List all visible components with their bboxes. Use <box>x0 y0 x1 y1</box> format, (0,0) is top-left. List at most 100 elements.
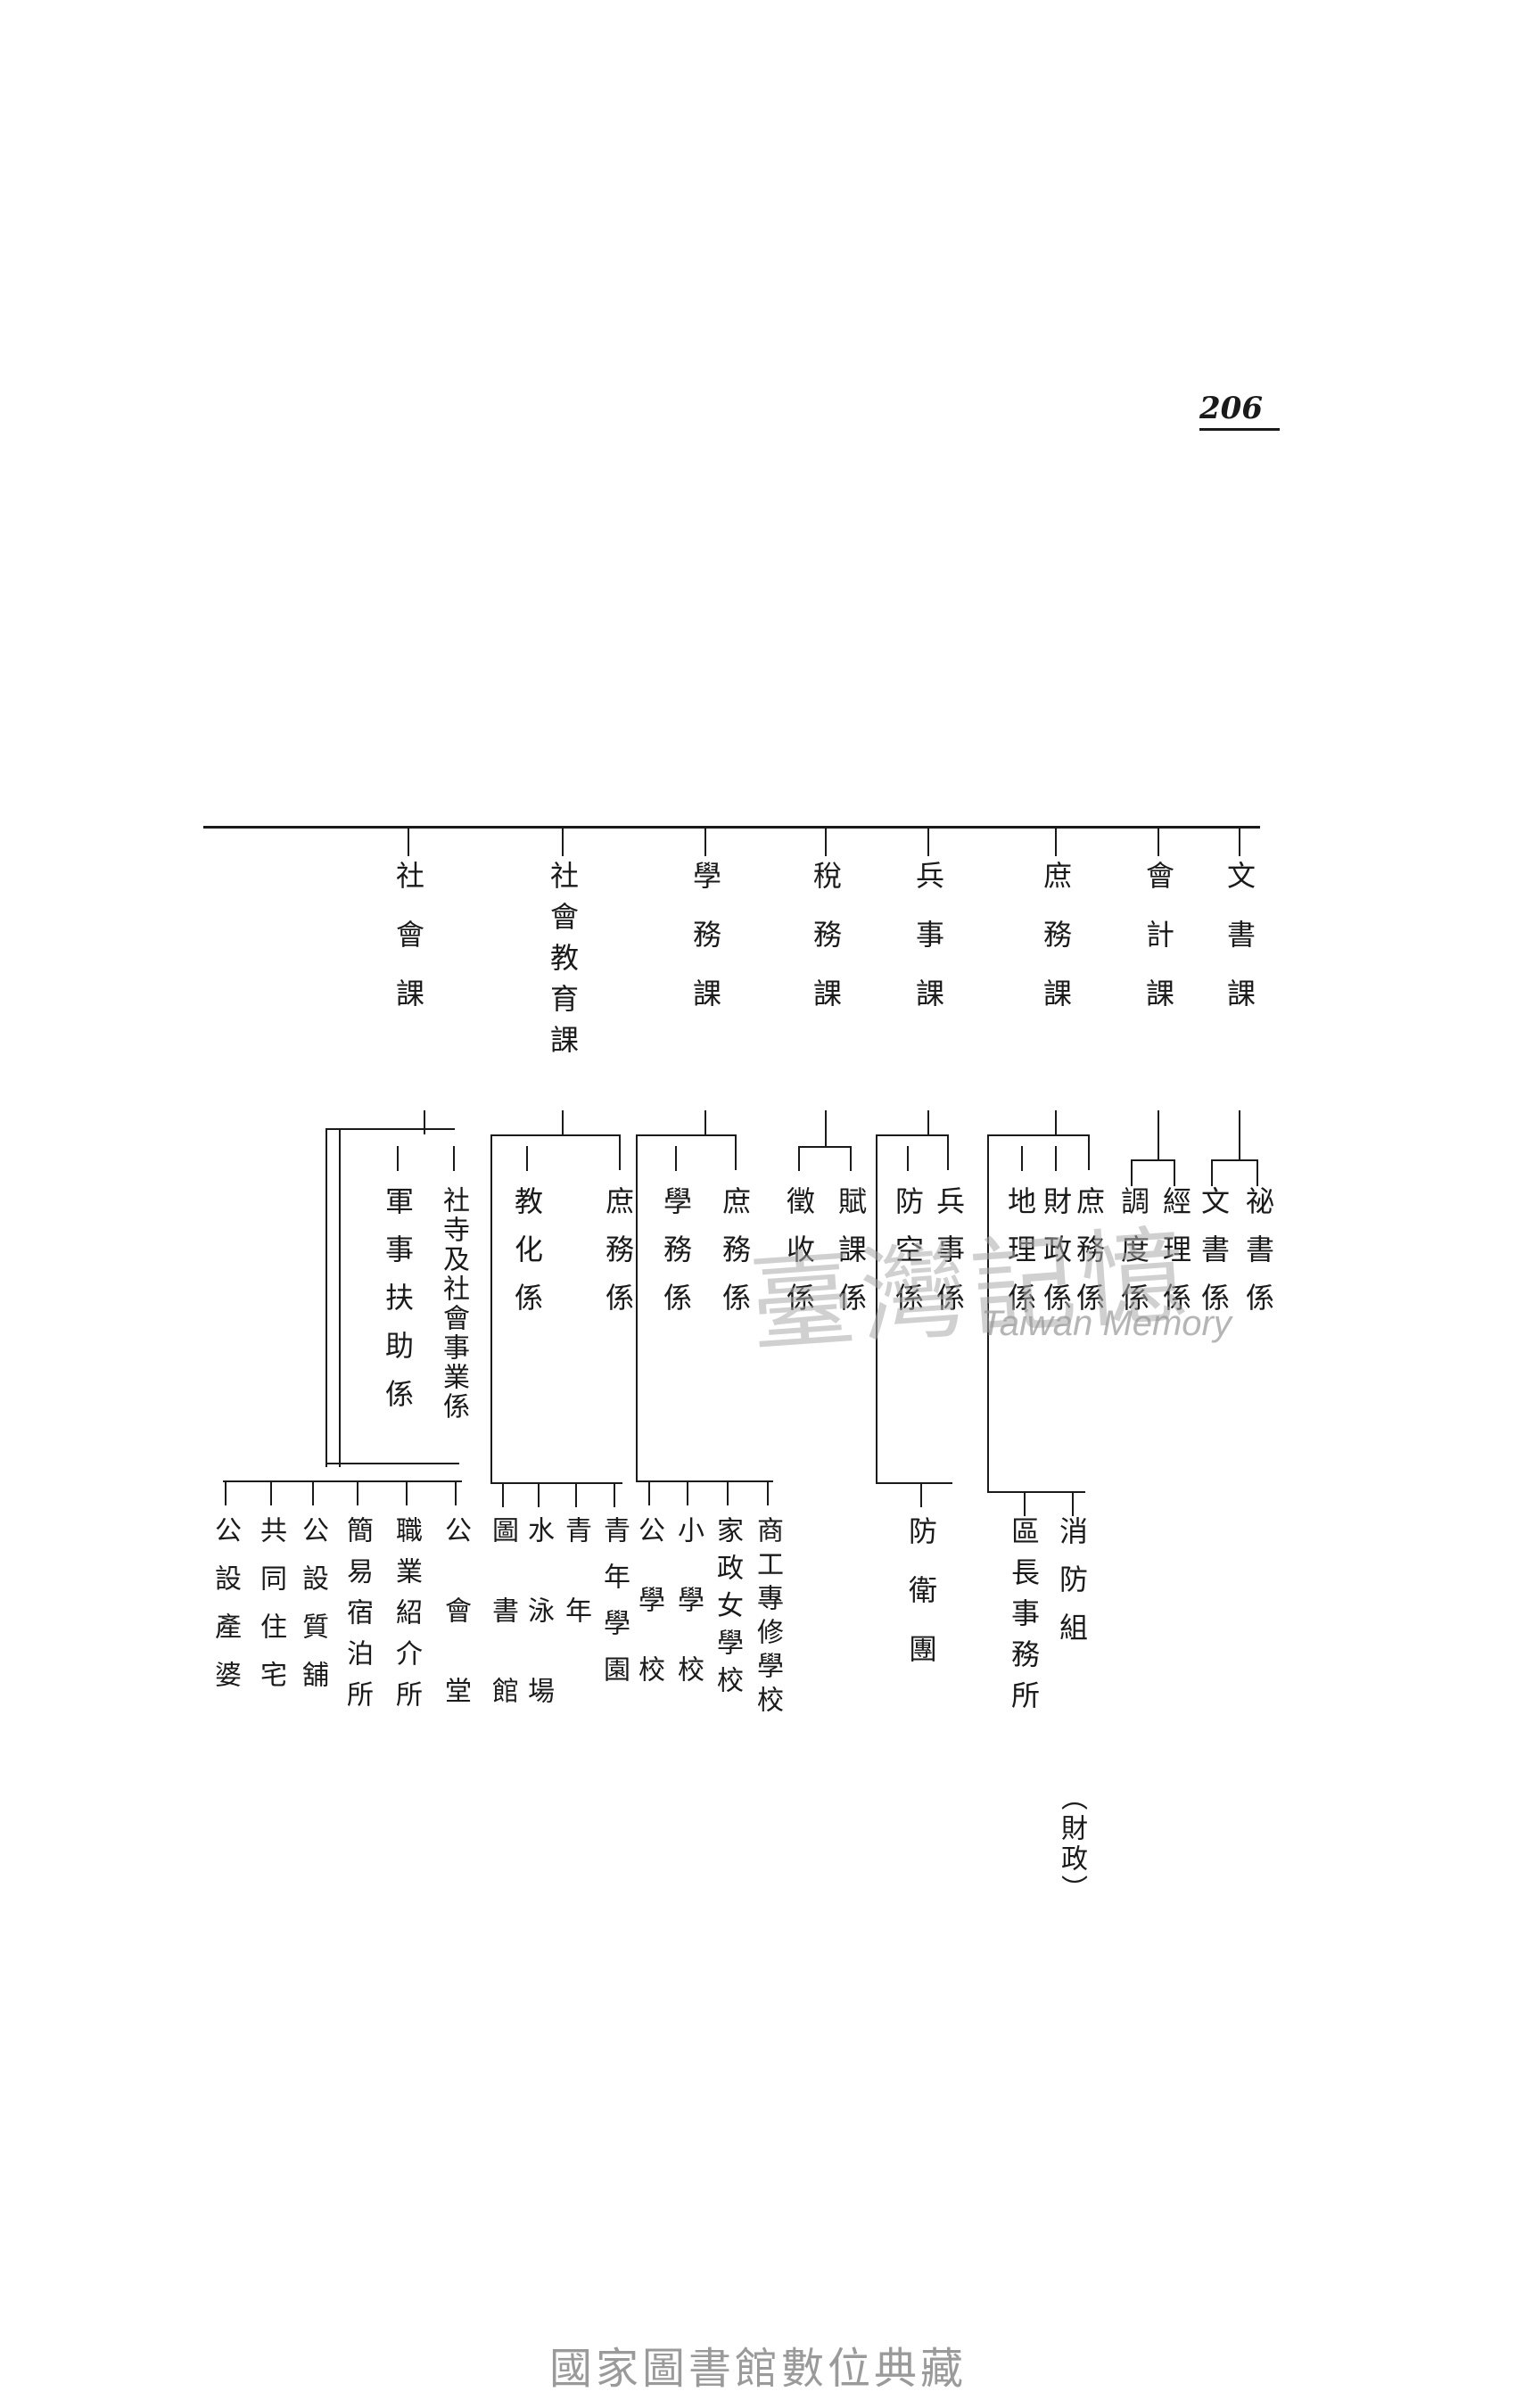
facility-shuiyong: 水泳場 <box>523 1516 554 1757</box>
connector <box>735 1134 737 1170</box>
section-dili: 地理係 <box>1003 1186 1037 1331</box>
connector <box>1211 1159 1213 1186</box>
connector <box>455 1480 457 1505</box>
connector <box>920 1482 922 1507</box>
connector <box>1021 1146 1023 1171</box>
dept-shuiwu: 稅務課 <box>809 861 843 1037</box>
connector <box>619 1134 621 1170</box>
connector <box>1055 1146 1057 1171</box>
connector <box>850 1146 852 1171</box>
connector <box>987 1134 1089 1136</box>
connector <box>562 828 564 856</box>
section-wenshu: 文書係 <box>1197 1186 1231 1331</box>
connector <box>1055 828 1057 856</box>
connector <box>675 1146 677 1171</box>
connector <box>312 1480 314 1505</box>
connector <box>397 1146 399 1171</box>
connector <box>339 1128 341 1467</box>
facility-zhiye: 職業紹介所 <box>391 1516 422 1721</box>
connector <box>538 1482 540 1507</box>
connector <box>406 1480 408 1505</box>
connector <box>1256 1159 1258 1186</box>
connector <box>408 828 409 856</box>
connector <box>876 1134 947 1136</box>
facility-jiazheng: 家政女學校 <box>712 1516 743 1703</box>
connector <box>325 1128 327 1467</box>
facility-qingnian: 青年 <box>560 1516 591 1677</box>
facility-xiaofang: 消防組 <box>1055 1516 1089 1661</box>
facility-gongshe-chan: 公設產婆 <box>210 1516 241 1709</box>
section-jiaohua-shuwu: 庶務係 <box>601 1186 635 1331</box>
connector <box>223 1480 462 1482</box>
connector <box>767 1480 769 1505</box>
facility-gongxue: 公學校 <box>633 1516 664 1725</box>
section-caizheng: 財政係 <box>1039 1186 1073 1331</box>
connector <box>636 1134 638 1480</box>
section-shuwu: 庶務係 <box>1072 1186 1106 1331</box>
connector <box>502 1482 504 1507</box>
connector <box>987 1491 1085 1493</box>
connector <box>1072 1491 1074 1516</box>
connector <box>424 1110 425 1134</box>
facility-xiaofang-note: （財政） <box>1056 1784 1087 1905</box>
section-shesi: 社寺及社會事業係 <box>438 1186 469 1422</box>
connector <box>947 1134 949 1170</box>
connector <box>798 1146 852 1148</box>
facility-shanggong: 商工專修學校 <box>752 1516 783 1719</box>
org-main-line <box>203 826 1260 829</box>
section-fangkong: 防空係 <box>891 1186 925 1331</box>
connector <box>490 1134 620 1136</box>
section-xuewu-shuwu: 庶務係 <box>718 1186 752 1331</box>
facility-jianyi: 簡易宿泊所 <box>342 1516 373 1721</box>
connector <box>1158 1110 1159 1159</box>
connector <box>636 1134 736 1136</box>
connector <box>1239 828 1240 856</box>
connector <box>1174 1159 1175 1186</box>
connector <box>1131 1159 1133 1186</box>
connector <box>490 1482 622 1484</box>
connector <box>1239 1110 1240 1159</box>
dept-xuewu: 學務課 <box>688 861 722 1037</box>
connector <box>798 1146 800 1171</box>
connector <box>876 1482 952 1484</box>
connector <box>614 1482 615 1507</box>
facility-quzhang: 區長事務所 <box>1007 1516 1041 1721</box>
dept-shuwu: 庶務課 <box>1039 861 1073 1037</box>
connector <box>1211 1159 1257 1161</box>
dept-shehui: 社會課 <box>391 861 425 1037</box>
connector <box>225 1480 227 1505</box>
section-bingshi: 兵事係 <box>932 1186 966 1331</box>
connector <box>704 828 706 856</box>
watermark-english: Taiwan Memory <box>981 1304 1232 1343</box>
connector <box>1158 828 1159 856</box>
facility-tushuguan: 圖書館 <box>487 1516 518 1757</box>
footer-archive-label: 國家圖書館數位典藏 <box>548 2344 967 2394</box>
section-zhengshou: 徵收係 <box>782 1186 816 1331</box>
connector <box>562 1110 564 1134</box>
section-mishu: 祕書係 <box>1241 1186 1275 1331</box>
dept-bingshi: 兵事課 <box>911 861 945 1037</box>
connector <box>907 1146 909 1171</box>
connector <box>687 1480 688 1505</box>
dept-wenshu: 文書課 <box>1223 861 1256 1037</box>
page-number: 206 <box>1199 391 1280 431</box>
connector <box>1055 1110 1057 1134</box>
facility-fangwei: 防衛團 <box>904 1516 938 1693</box>
facility-qingnianxue: 青年學園 <box>598 1516 630 1702</box>
section-fuke: 賦課係 <box>834 1186 868 1331</box>
section-jingli: 經理係 <box>1158 1186 1192 1331</box>
connector <box>325 1128 455 1130</box>
dept-shehui-jiaoyu: 社會教育課 <box>546 861 580 1066</box>
connector <box>325 1463 459 1464</box>
connector <box>575 1482 577 1507</box>
connector <box>927 1110 929 1134</box>
facility-gonghui: 公會堂 <box>440 1516 471 1757</box>
dept-kuaiji: 會計課 <box>1141 861 1175 1037</box>
connector <box>927 828 929 856</box>
connector <box>357 1480 358 1505</box>
connector <box>825 1110 827 1146</box>
connector <box>876 1134 877 1482</box>
connector <box>704 1110 706 1134</box>
connector <box>1088 1134 1090 1170</box>
